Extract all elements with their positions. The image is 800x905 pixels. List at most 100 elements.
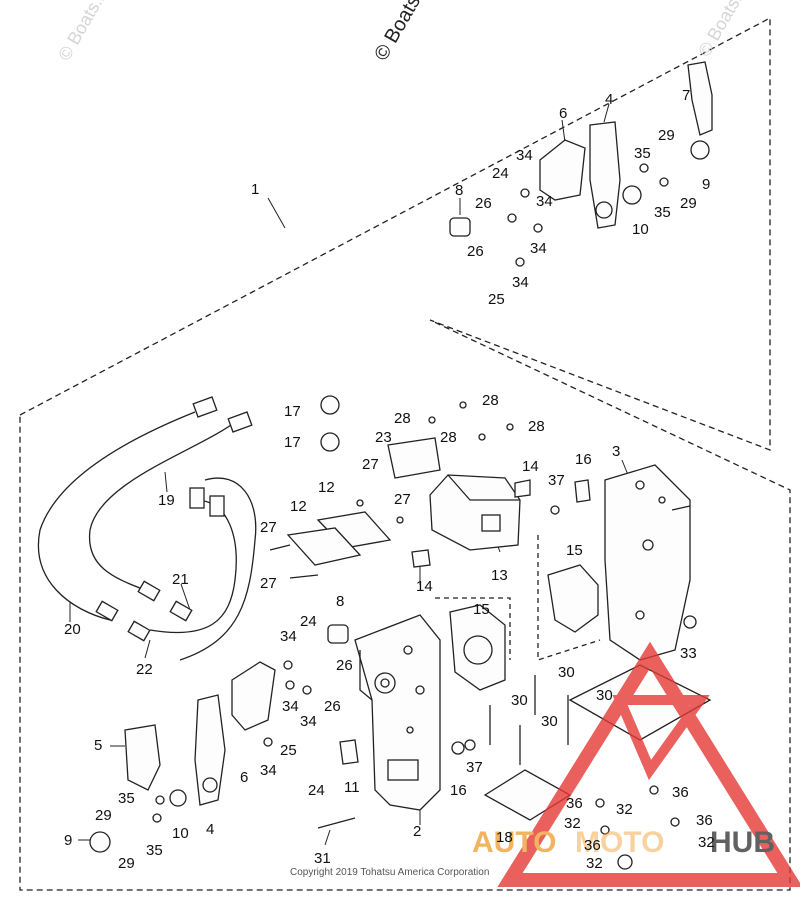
part-label: 34 — [280, 628, 297, 645]
part-label: 26 — [336, 657, 353, 674]
part-label: 27 — [260, 519, 277, 536]
part-label: 2 — [413, 823, 421, 840]
part-label: 37 — [548, 472, 565, 489]
part-label: 15 — [566, 542, 583, 559]
part-label: 34 — [512, 274, 529, 291]
part-label: 29 — [118, 855, 135, 872]
part-label: 28 — [482, 392, 499, 409]
part-label: 32 — [564, 815, 581, 832]
faint-watermark-right: © Boats.net — [694, 0, 758, 60]
part-label: 34 — [516, 147, 533, 164]
top-watermark: © Boats.net — [370, 0, 442, 64]
part-label: 36 — [566, 795, 583, 812]
part-label: 36 — [584, 837, 601, 854]
part-label: 27 — [260, 575, 277, 592]
part-label: 34 — [282, 698, 299, 715]
part-label: 36 — [696, 812, 713, 829]
part-label: 34 — [536, 193, 553, 210]
part-label: 8 — [455, 182, 463, 199]
part-label: 6 — [559, 105, 567, 122]
part-label: 15 — [473, 601, 490, 618]
faint-watermark-left: © Boats.net — [54, 0, 118, 64]
part-label: 16 — [575, 451, 592, 468]
part-label: 35 — [654, 204, 671, 221]
control-box-body — [354, 614, 441, 811]
part-label: 19 — [158, 492, 175, 509]
part-label: 30 — [596, 687, 613, 704]
part-label: 29 — [658, 127, 675, 144]
part-label: 18 — [496, 829, 513, 846]
part-label: 24 — [492, 165, 509, 182]
part-label: 27 — [362, 456, 379, 473]
part-label: 9 — [702, 176, 710, 193]
part-label: 4 — [206, 821, 214, 838]
part-label: 26 — [475, 195, 492, 212]
rear-cover — [604, 464, 691, 661]
part-label: 23 — [375, 429, 392, 446]
watermarks: © Boats.net © Boats.net © Boats.net — [54, 0, 758, 64]
part-label: 3 — [612, 443, 620, 460]
part-label: 10 — [172, 825, 189, 842]
part-label: 25 — [488, 291, 505, 308]
part-label: 12 — [290, 498, 307, 515]
part-label: 22 — [136, 661, 153, 678]
part-label: 35 — [146, 842, 163, 859]
part-label: 12 — [318, 479, 335, 496]
brand-auto: AUTO — [472, 826, 556, 859]
copyright-notice: Copyright 2019 Tohatsu America Corporati… — [290, 867, 489, 878]
part-label: 14 — [416, 578, 433, 595]
part-label: 28 — [440, 429, 457, 446]
part-label: 32 — [586, 855, 603, 872]
part-label: 32 — [616, 801, 633, 818]
part-label: 8 — [336, 593, 344, 610]
wire-harness — [37, 396, 257, 661]
part-label: 11 — [344, 779, 360, 796]
part-label: 31 — [314, 850, 331, 867]
mounting-plates — [286, 511, 392, 566]
part-label: 13 — [491, 567, 508, 584]
part-label: 34 — [260, 762, 277, 779]
assembly-boundary — [19, 16, 791, 891]
hardware — [89, 140, 710, 870]
part-label: 24 — [300, 613, 317, 630]
part-label: 5 — [94, 737, 102, 754]
part-label: 1 — [251, 181, 259, 198]
part-label: 35 — [118, 790, 135, 807]
part-label: 14 — [522, 458, 539, 475]
part-label: 20 — [64, 621, 81, 638]
part-labels: 1 2 3 4 4 5 6 6 7 8 8 9 9 10 10 11 12 12… — [64, 87, 715, 872]
brand-triangle-icon — [497, 641, 800, 887]
part-label: 9 — [64, 832, 72, 849]
part-label: 30 — [511, 692, 528, 709]
part-label: 17 — [284, 403, 301, 420]
part-label: 30 — [558, 664, 575, 681]
part-label: 36 — [672, 784, 689, 801]
part-label: 28 — [528, 418, 545, 435]
part-label: 27 — [394, 491, 411, 508]
part-label: 29 — [95, 807, 112, 824]
part-label: 7 — [682, 87, 690, 104]
part-label: 16 — [450, 782, 467, 799]
brand-hub: HUB — [710, 826, 775, 859]
part-label: 37 — [466, 759, 483, 776]
part-label: 29 — [680, 195, 697, 212]
top-cover — [387, 437, 521, 551]
part-label: 28 — [394, 410, 411, 427]
part-label: 21 — [172, 571, 189, 588]
part-label: 17 — [284, 434, 301, 451]
part-label: 30 — [541, 713, 558, 730]
part-label: 6 — [240, 769, 248, 786]
part-label: 32 — [698, 834, 715, 851]
part-label: 34 — [300, 713, 317, 730]
part-label: 26 — [324, 698, 341, 715]
part-label: 33 — [680, 645, 697, 662]
part-label: 34 — [530, 240, 547, 257]
part-label: 26 — [467, 243, 484, 260]
part-label: 25 — [280, 742, 297, 759]
levers — [124, 61, 713, 806]
brand-logo: AUTO MOTO HUB — [472, 641, 800, 887]
part-label: 10 — [632, 221, 649, 238]
part-label: 35 — [634, 145, 651, 162]
part-label: 24 — [308, 782, 325, 799]
